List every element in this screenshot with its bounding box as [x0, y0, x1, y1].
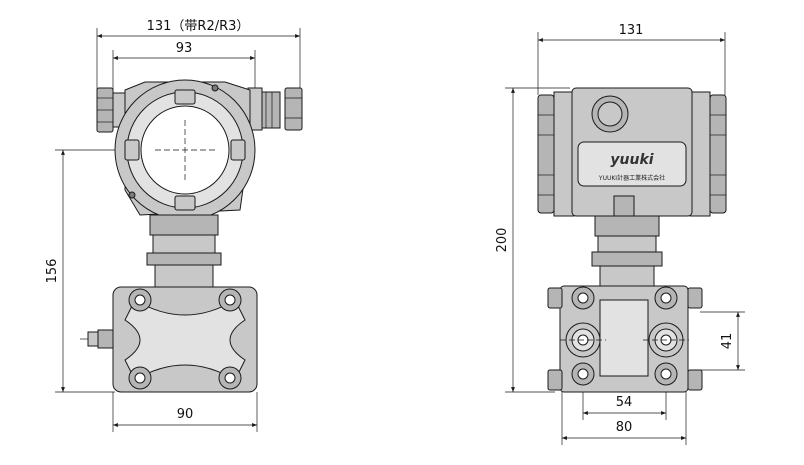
side-housing — [114, 79, 256, 221]
front-height-label: 200 — [495, 228, 510, 253]
front-total-width-label: 131 — [619, 23, 644, 38]
dim-front-bolt-spacing: 54 — [582, 380, 667, 420]
side-housing-width-label: 93 — [176, 41, 193, 56]
dim-front-base-width: 80 — [561, 392, 687, 445]
side-total-width-label: 131（带R2/R3） — [147, 19, 250, 34]
dim-side-housing-width: 93 — [112, 41, 256, 90]
front-neck — [591, 215, 663, 287]
side-base-width-label: 90 — [177, 407, 194, 422]
side-flange — [80, 286, 258, 393]
front-port-spacing-label: 41 — [720, 333, 735, 350]
side-view: 131（带R2/R3） 93 156 90 — [45, 19, 303, 432]
front-housing — [571, 87, 693, 217]
nameplate: yuuki YUUKI計器工業株式会社 — [598, 152, 665, 182]
side-neck — [146, 214, 222, 288]
front-base-width-label: 80 — [616, 420, 633, 435]
nameplate-logo: yuuki — [610, 152, 653, 168]
front-housing-caps — [537, 91, 727, 217]
side-height-label: 156 — [45, 259, 60, 284]
dim-front-total-width: 131 — [537, 23, 726, 95]
front-flange — [547, 285, 703, 393]
dim-side-total-width: 131（带R2/R3） — [96, 19, 301, 95]
nameplate-company: YUUKI計器工業株式会社 — [598, 174, 665, 182]
front-view: 131 200 41 54 80 — [495, 23, 745, 445]
right-cable-gland — [247, 87, 303, 131]
dim-front-height: 200 — [495, 87, 570, 393]
dim-side-base-width: 90 — [112, 392, 258, 432]
front-bolt-spacing-label: 54 — [616, 395, 633, 410]
dim-front-port-spacing: 41 — [700, 311, 745, 371]
